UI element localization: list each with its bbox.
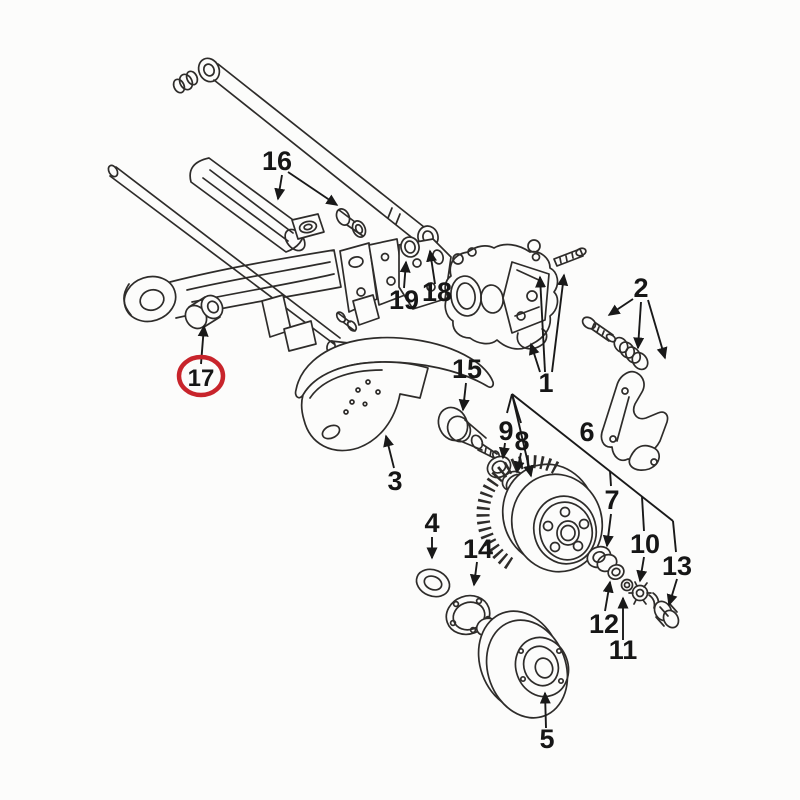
callout-5[interactable]: 5 bbox=[539, 724, 554, 754]
spindle-nut-11 bbox=[620, 578, 634, 592]
callout-18[interactable]: 18 bbox=[422, 277, 452, 307]
pin-boot bbox=[613, 336, 649, 371]
arm-bracket bbox=[261, 238, 452, 352]
callout-6[interactable]: 6 bbox=[579, 417, 594, 447]
trailing-arm bbox=[123, 249, 342, 323]
callout-19[interactable]: 19 bbox=[389, 285, 419, 315]
highlight-ring-17 bbox=[176, 354, 226, 398]
callout-3[interactable]: 3 bbox=[387, 466, 402, 496]
callout-11[interactable]: 11 bbox=[609, 635, 638, 665]
splash-shield-3 bbox=[294, 336, 495, 452]
clamp-part bbox=[291, 213, 325, 240]
small-pin bbox=[335, 311, 358, 332]
caliper-assembly-1 bbox=[444, 239, 587, 350]
bushing-19 bbox=[400, 236, 420, 258]
callout-2[interactable]: 2 bbox=[633, 273, 648, 303]
slide-pin-bolt bbox=[581, 316, 617, 343]
thrust-washer-12 bbox=[607, 563, 625, 581]
callout-7[interactable]: 7 bbox=[604, 485, 619, 515]
callout-12[interactable]: 12 bbox=[589, 609, 619, 639]
grease-cap-13 bbox=[653, 600, 680, 629]
callout-17[interactable]: 17 bbox=[188, 365, 215, 392]
callout-15[interactable]: 15 bbox=[452, 354, 482, 384]
callout-1[interactable]: 1 bbox=[538, 368, 553, 398]
caliper-bracket-6 bbox=[600, 370, 669, 471]
bushing-part-16 bbox=[335, 208, 367, 238]
callout-10[interactable]: 10 bbox=[630, 529, 660, 559]
spindle-15 bbox=[437, 406, 501, 460]
callout-9[interactable]: 9 bbox=[498, 416, 513, 446]
callouts: 1 2 3 4 5 6 7 8 9 10 11 12 13 14 15 16 1… bbox=[188, 146, 692, 754]
brake-drum bbox=[476, 455, 604, 573]
callout-14[interactable]: 14 bbox=[463, 534, 493, 564]
castle-nut-10 bbox=[628, 581, 652, 605]
callout-16[interactable]: 16 bbox=[262, 146, 292, 176]
washer-4 bbox=[415, 568, 451, 598]
callout-8[interactable]: 8 bbox=[514, 426, 529, 456]
callout-13[interactable]: 13 bbox=[662, 551, 692, 581]
leader-lines bbox=[197, 171, 678, 729]
callout-4[interactable]: 4 bbox=[424, 508, 439, 538]
